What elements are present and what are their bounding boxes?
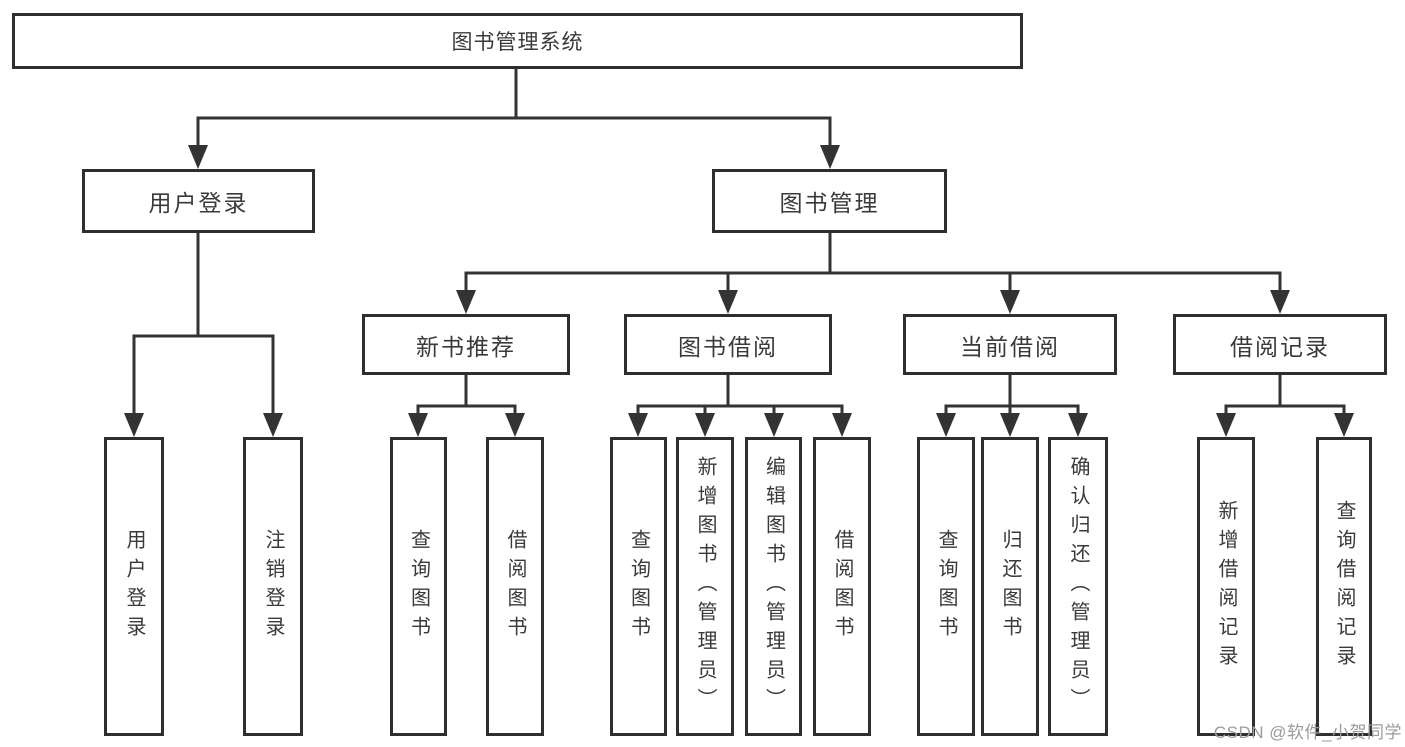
leaf-label: 借阅图书 [831,528,853,645]
leaf-label: 归还图书 [999,528,1021,645]
leaf-user-login: 用户登录 [104,437,164,736]
leaf-add-borrow-record: 新增借阅记录 [1197,437,1255,736]
node-current-borrow: 当前借阅 [903,314,1117,375]
connector-stroke-paths [132,69,1346,415]
leaf-add-book-admin: 新增图书（管理员） [676,437,734,736]
leaf-label: 查询图书 [935,528,957,645]
leaf-confirm-return-admin: 确认归还（管理员） [1048,437,1108,736]
node-user-login: 用户登录 [82,169,315,233]
leaf-query-borrow-record: 查询借阅记录 [1316,437,1372,736]
node-new-book-recommend: 新书推荐 [362,314,570,375]
leaf-borrow-book-under-recommend: 借阅图书 [486,437,544,736]
node-label: 用户登录 [148,190,249,216]
leaf-label: 借阅图书 [504,528,526,645]
node-root-library-system: 图书管理系统 [12,13,1023,69]
leaf-label: 新增图书（管理员） [694,456,716,717]
node-label: 图书借阅 [678,333,778,360]
node-label: 图书管理系统 [451,31,584,54]
node-label: 新书推荐 [416,333,516,360]
leaf-return-book: 归还图书 [981,437,1039,736]
leaf-logout: 注销登录 [243,437,303,736]
leaf-label: 注销登录 [262,528,284,645]
leaf-label: 用户登录 [123,528,145,645]
node-borrow-record: 借阅记录 [1173,314,1387,375]
node-book-borrow: 图书借阅 [624,314,832,375]
node-label: 借阅记录 [1230,333,1330,360]
leaf-query-book-under-borrow: 查询图书 [610,437,667,736]
leaf-label: 确认归还（管理员） [1067,456,1089,717]
node-label: 当前借阅 [960,333,1060,360]
leaf-borrow-book-under-borrow: 借阅图书 [813,437,871,736]
leaf-label: 编辑图书（管理员） [762,456,785,717]
csdn-watermark: CSDN @软件_小贺同学 [1213,723,1402,742]
leaf-label: 查询借阅记录 [1333,499,1355,674]
leaf-label: 新增借阅记录 [1215,499,1237,674]
leaf-query-book-under-current: 查询图书 [917,437,975,736]
leaf-query-book-under-recommend: 查询图书 [390,437,447,736]
node-book-management: 图书管理 [712,169,947,233]
leaf-label: 查询图书 [627,528,650,645]
leaf-edit-book-admin: 编辑图书（管理员） [745,437,802,736]
node-label: 图书管理 [779,190,880,216]
leaf-label: 查询图书 [407,528,430,645]
